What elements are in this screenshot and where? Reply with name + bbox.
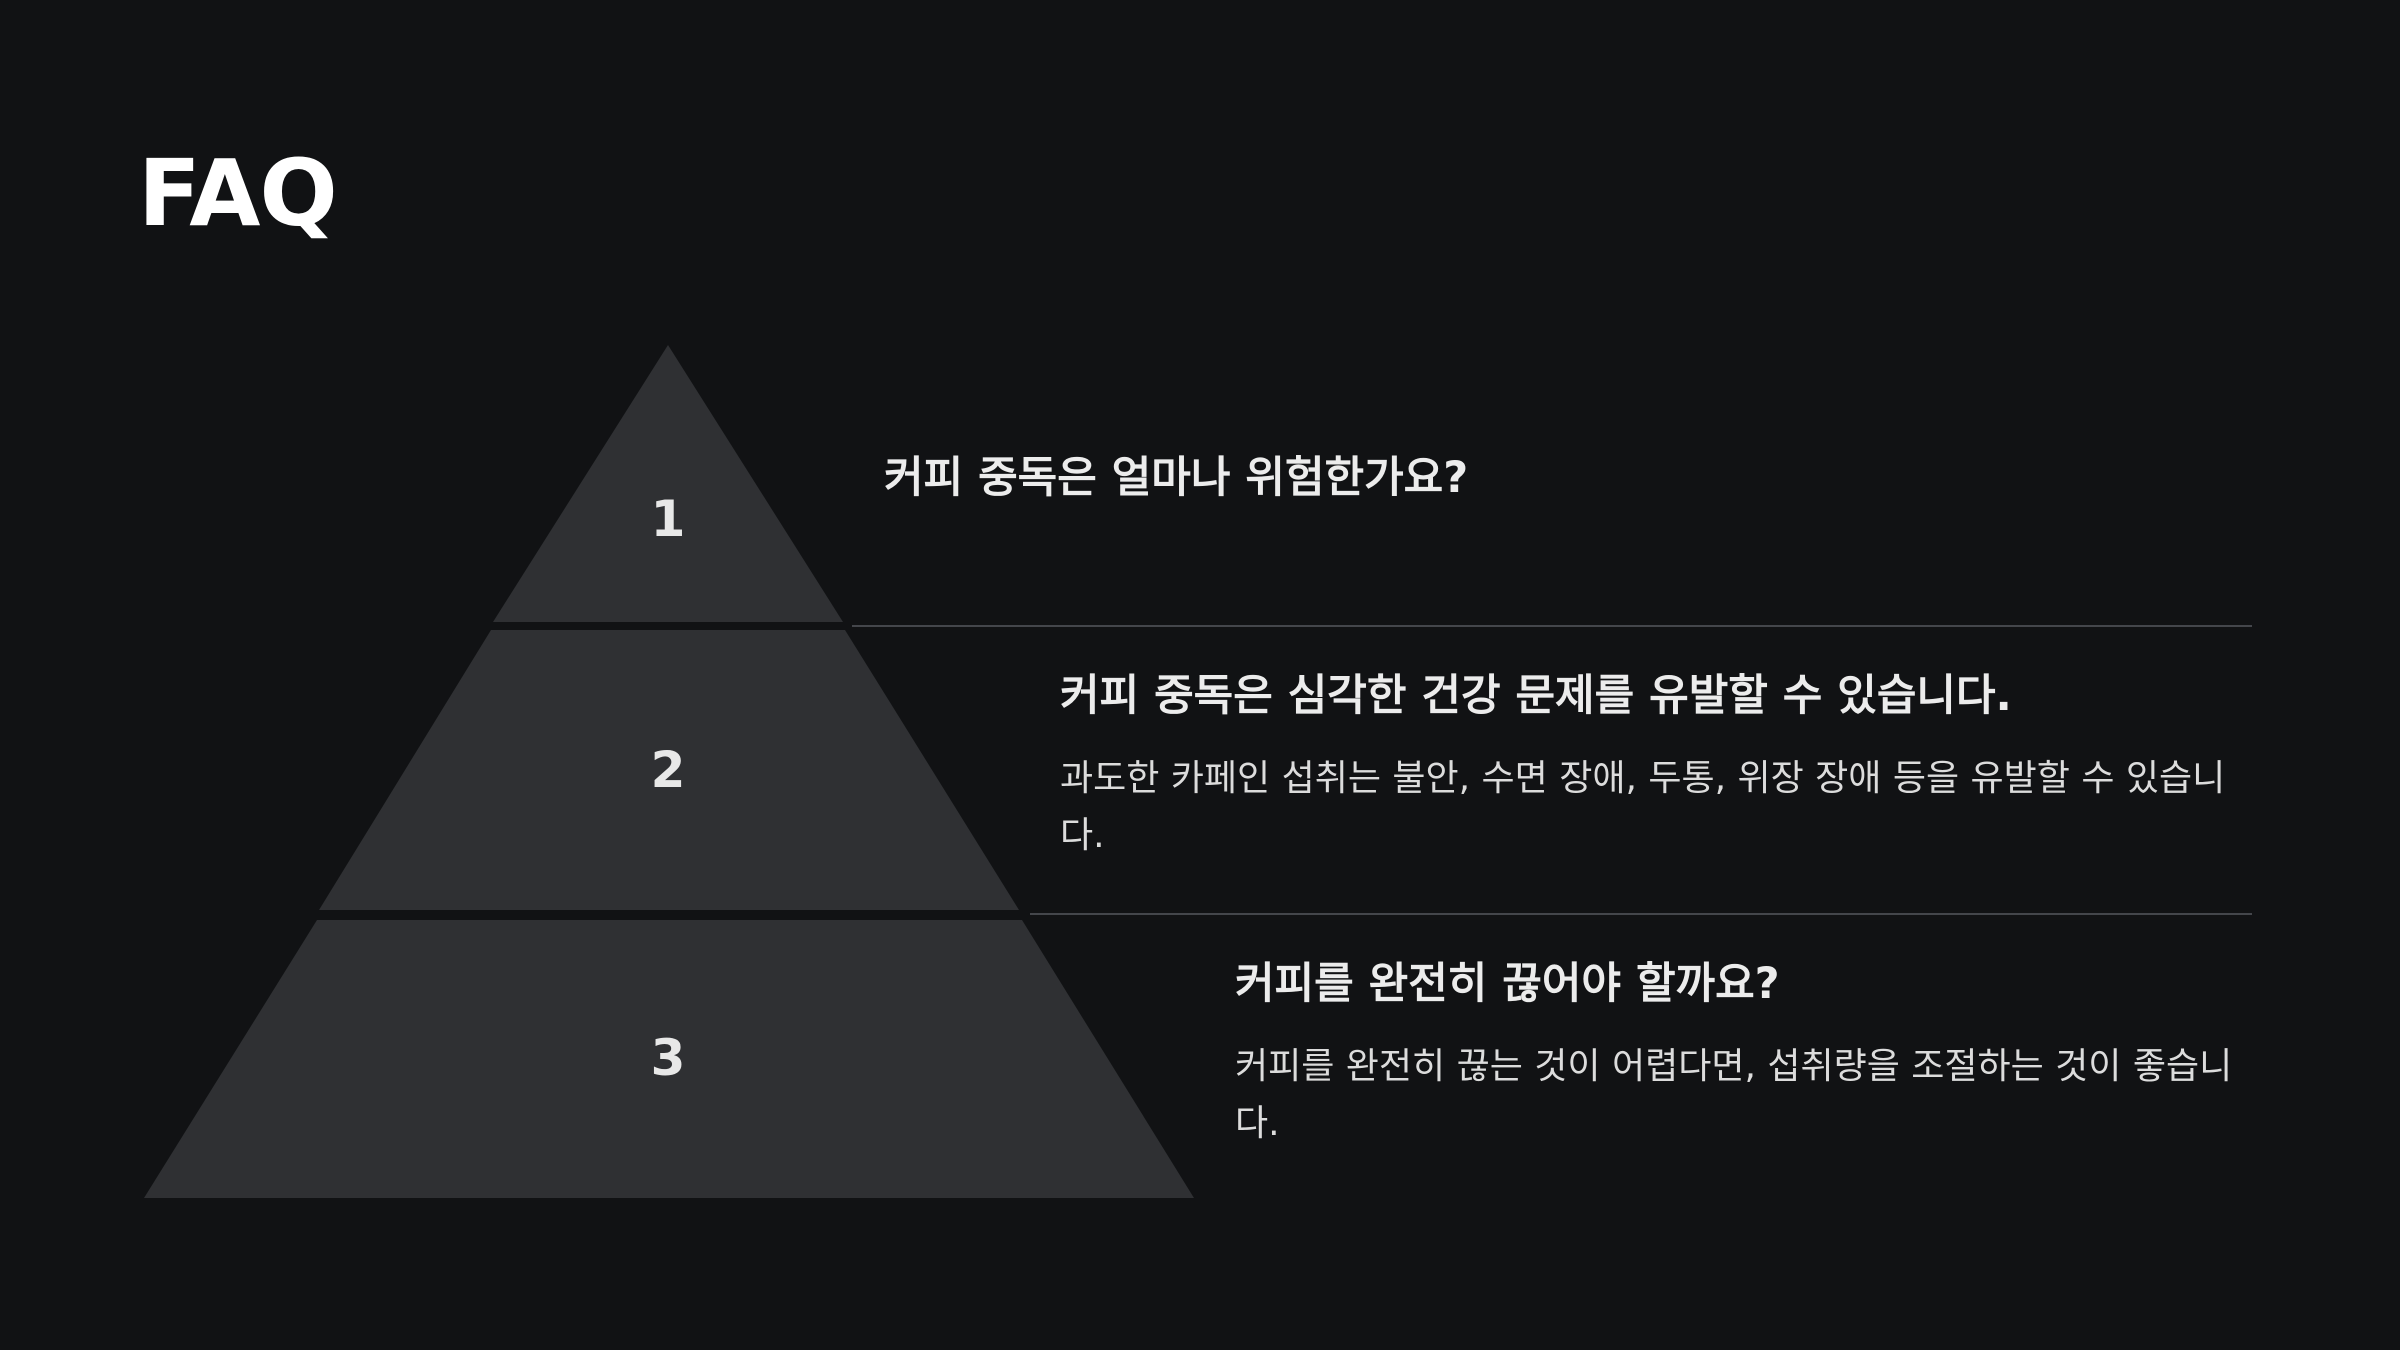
faq-item-1: 커피 중독은 얼마나 위험한가요? (884, 452, 2250, 506)
faq-answer-2: 과도한 카페인 섭취는 불안, 수면 장애, 두통, 위장 장애 등을 유발할 … (1060, 757, 2226, 856)
divider-2 (1030, 913, 2252, 915)
tier-number-1: 1 (651, 490, 686, 548)
pyramid-tier-3 (144, 920, 1194, 1198)
pyramid-tier-1 (493, 345, 843, 622)
pyramid-tier-2 (319, 630, 1019, 910)
faq-question-2: 커피 중독은 심각한 건강 문제를 유발할 수 있습니다. (1060, 671, 2012, 721)
tier-number-2: 2 (651, 741, 686, 799)
faq-item-2: 커피 중독은 심각한 건강 문제를 유발할 수 있습니다. 과도한 카페인 섭취… (1060, 670, 2250, 864)
faq-question-1: 커피 중독은 얼마나 위험한가요? (884, 453, 1469, 503)
faq-item-3: 커피를 완전히 끊어야 할까요? 커피를 완전히 끊는 것이 어렵다면, 섭취량… (1235, 958, 2250, 1152)
page-title: FAQ (138, 140, 338, 247)
tier-number-3: 3 (651, 1029, 686, 1087)
faq-answer-3: 커피를 완전히 끊는 것이 어렵다면, 섭취량을 조절하는 것이 좋습니다. (1235, 1045, 2233, 1144)
faq-question-3: 커피를 완전히 끊어야 할까요? (1235, 959, 1780, 1009)
divider-1 (852, 625, 2252, 627)
